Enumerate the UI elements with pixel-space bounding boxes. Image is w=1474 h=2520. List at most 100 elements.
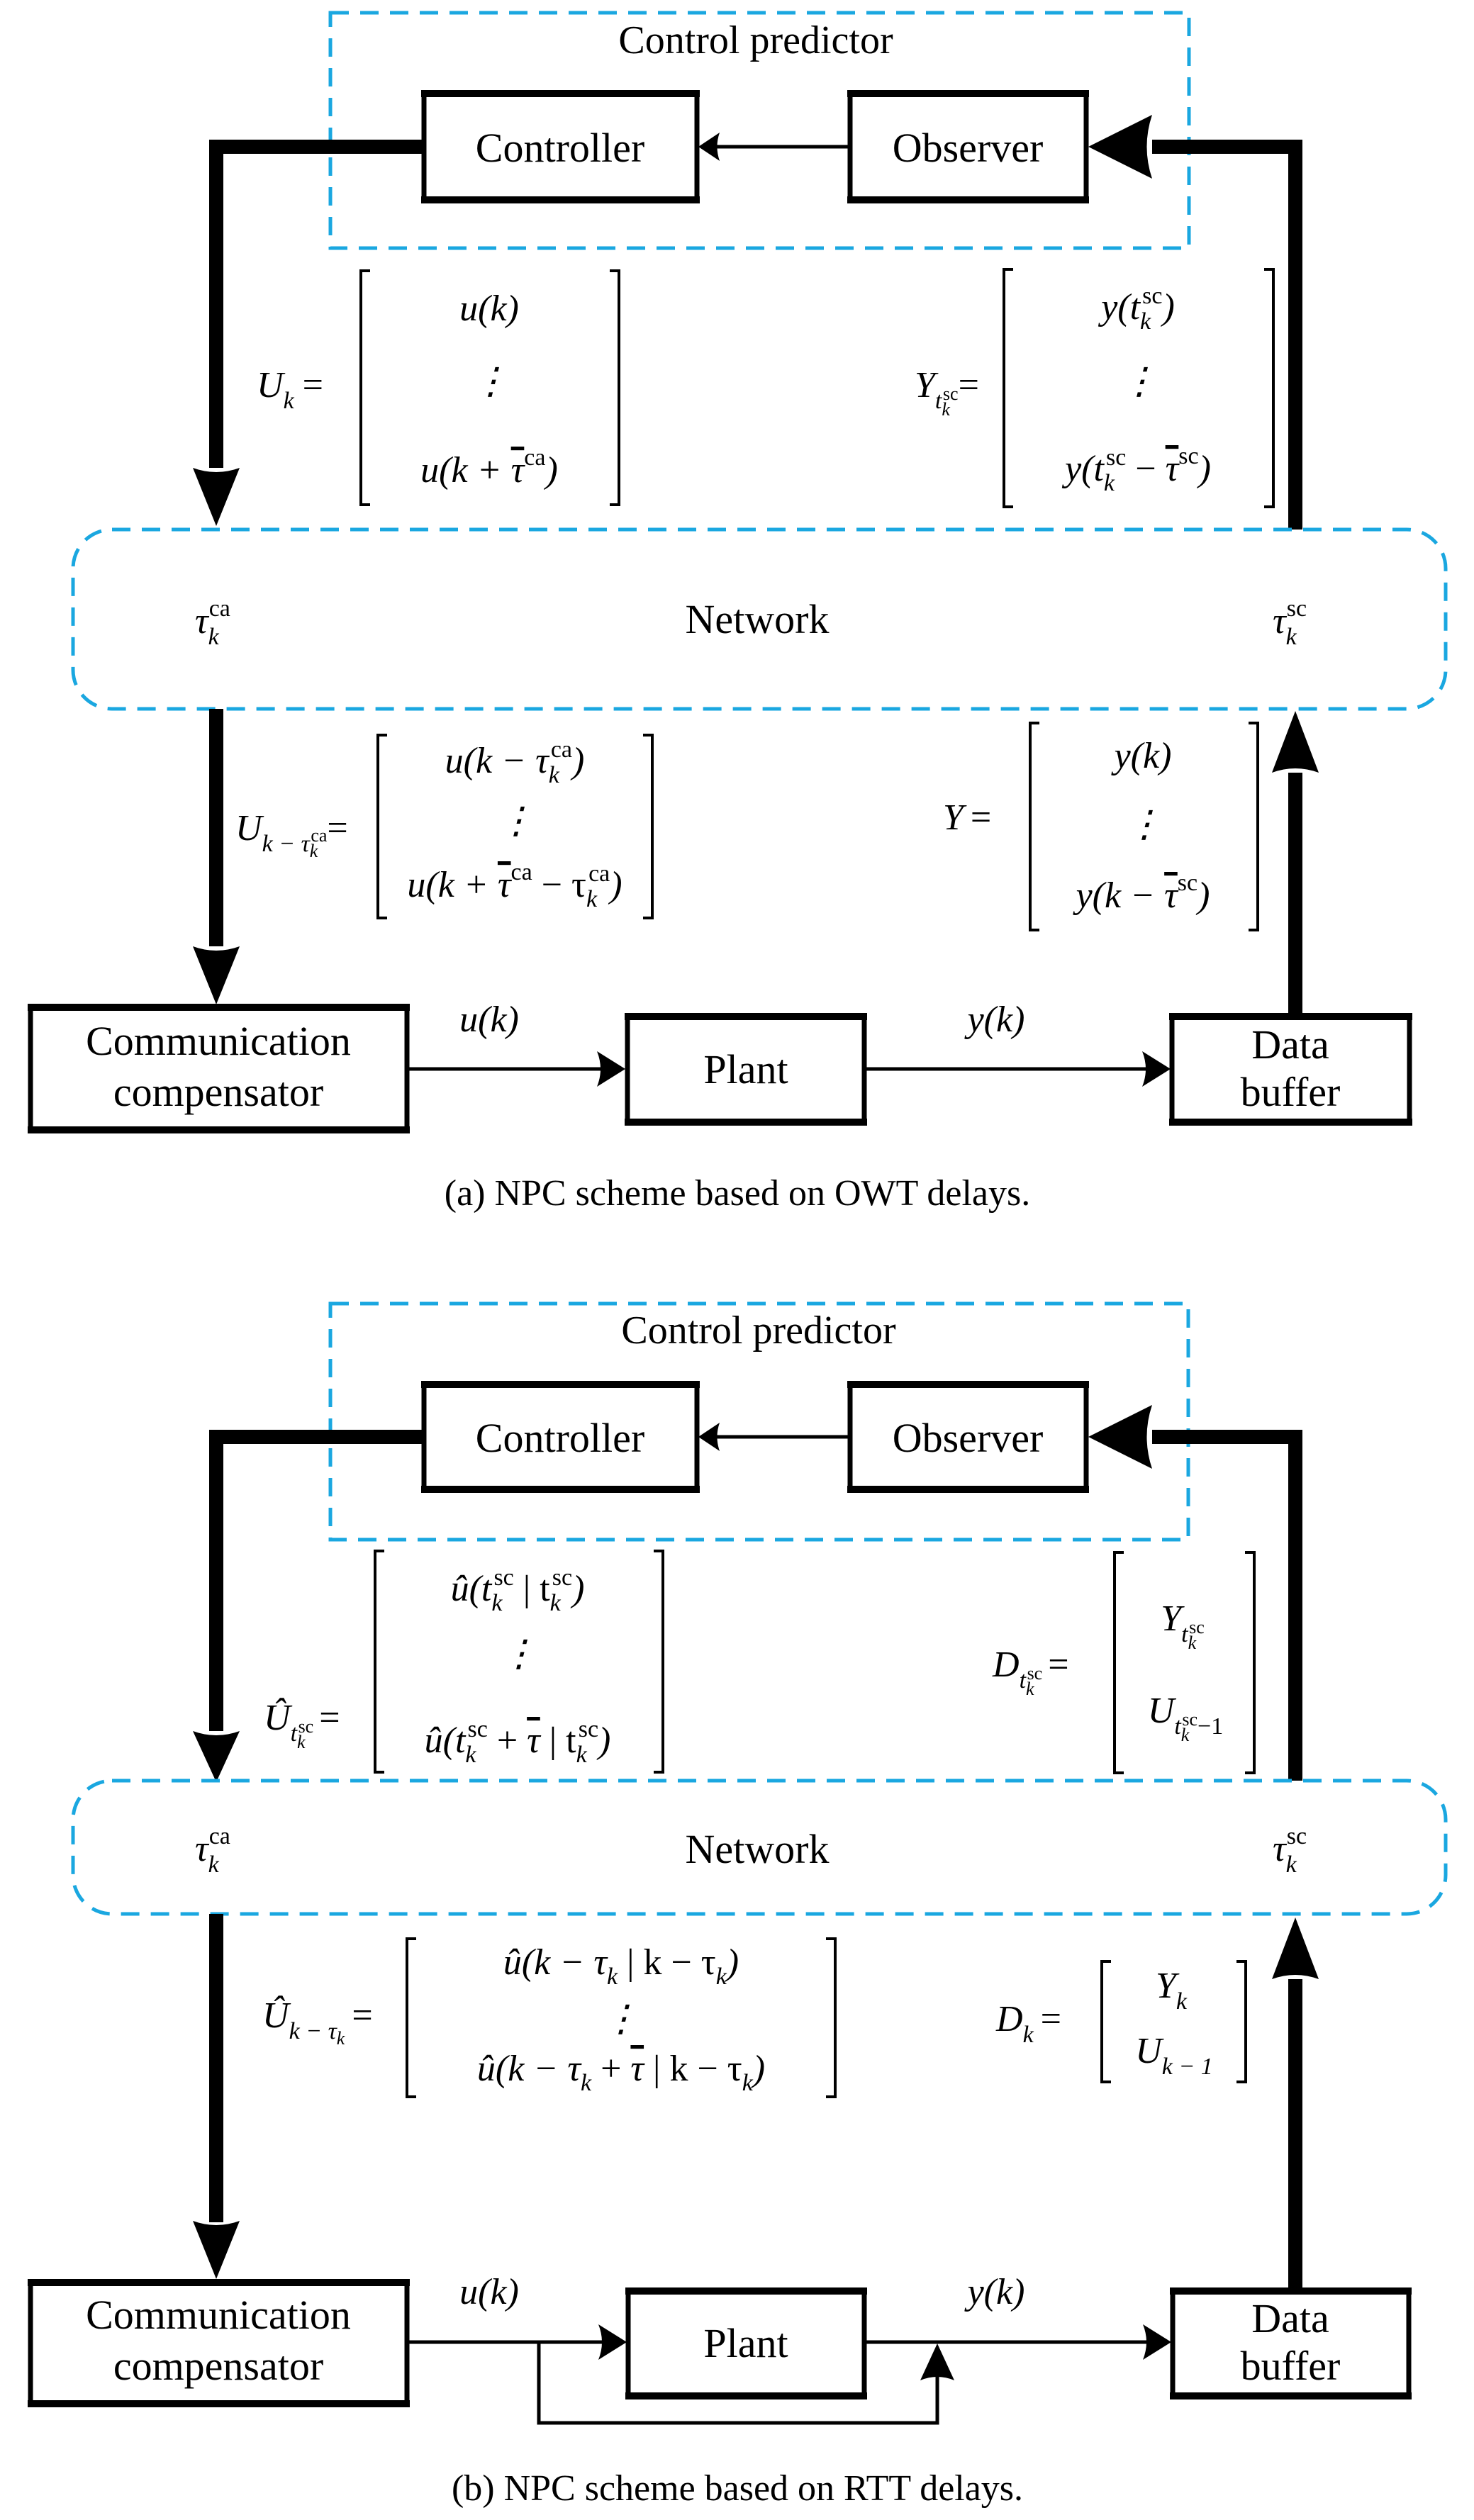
- right-bracket: [826, 1937, 837, 2098]
- buffer-label-line2: buffer: [1241, 1069, 1341, 1115]
- network-label: Network: [686, 1826, 830, 1872]
- y-signal-label: y(k): [964, 2272, 1025, 2312]
- communication-compensator-block: Communication compensator: [28, 1004, 410, 1133]
- feedback-to-observer-arrowhead: [1088, 1405, 1152, 1469]
- bypass-arrowhead: [920, 2343, 954, 2380]
- feedback-path-top: [1152, 140, 1302, 530]
- controller-label: Controller: [476, 1415, 644, 1461]
- left-bracket: [406, 1937, 416, 2098]
- matrix-row: u(k + τca): [420, 444, 558, 491]
- controller-output-arrowhead: [193, 468, 240, 526]
- data-buffer-block: Data buffer: [1169, 1013, 1412, 1126]
- left-bracket: [374, 1550, 384, 1774]
- observer-label: Observer: [893, 1415, 1044, 1461]
- controller-output-path: [209, 140, 424, 468]
- controller-output-arrowhead: [193, 1731, 240, 1782]
- y-signal-arrowhead: [1142, 1051, 1171, 1087]
- control-predictor-label: Control predictor: [621, 1309, 896, 1353]
- tau-ca-label: τkca: [195, 595, 230, 650]
- controller-block: Controller: [421, 90, 700, 203]
- right-bracket: [1236, 1960, 1247, 2083]
- matrix-u-hat-delayed: Ûk − τk= û(k − τk | k − τk) ⋮ û(k − τk +…: [262, 1937, 837, 2098]
- plant-block: Plant: [625, 1013, 867, 1126]
- matrix-lhs: Y: [915, 365, 939, 405]
- matrix-row: Ytksc: [1161, 1598, 1205, 1653]
- matrix-d-k: Dk= Yk Uk − 1: [995, 1960, 1247, 2083]
- svg-text:Ûtksc=: Ûtksc=: [264, 1697, 340, 1752]
- svg-text:Dtksc=: Dtksc=: [992, 1645, 1069, 1699]
- svg-text:Dk=: Dk=: [995, 1999, 1061, 2048]
- left-bracket: [1100, 1960, 1111, 2083]
- matrix-row: y(k): [1111, 736, 1172, 776]
- matrix-row: y(k − τsc): [1073, 870, 1210, 916]
- svg-text:Y=: Y=: [943, 797, 991, 838]
- matrix-vdots: ⋮: [501, 1634, 537, 1674]
- matrix-u-delayed: Uk − τkca= u(k − τkca) ⋮ u(k + τca − τkc…: [235, 734, 654, 919]
- panel-b: Control predictor Controller Observer Ût…: [28, 1301, 1448, 2509]
- matrix-row: u(k): [459, 289, 519, 329]
- plant-label: Plant: [703, 1046, 788, 1092]
- tau-sc-label: τksc: [1273, 1823, 1307, 1878]
- matrix-vdots: ⋮: [498, 801, 535, 841]
- buffer-to-network-arrowhead: [1272, 711, 1319, 773]
- observer-block: Observer: [847, 90, 1089, 203]
- panel-a: Control predictor Controller Observer Uk…: [28, 11, 1448, 1214]
- observer-block: Observer: [847, 1381, 1089, 1493]
- network-to-comp-arrowhead: [193, 2221, 240, 2279]
- u-signal-arrowhead: [597, 1051, 625, 1087]
- matrix-row: u(k + τca − τkca): [407, 859, 622, 912]
- matrix-y-tksc: Ytksc= y(tksc) ⋮ y(tksc − τsc): [915, 268, 1275, 508]
- matrix-row: û(tksc + τ | tksc): [425, 1716, 611, 1768]
- left-bracket: [1029, 722, 1039, 931]
- buffer-to-network-arrowhead: [1272, 1917, 1319, 1979]
- controller-output-path: [209, 1430, 424, 1731]
- matrix-row: u(k − τkca): [445, 737, 585, 788]
- matrix-row: Uk − 1: [1135, 2031, 1213, 2080]
- plant-label: Plant: [703, 2320, 788, 2366]
- network-label: Network: [686, 596, 830, 642]
- matrix-lhs: Û: [264, 1697, 293, 1738]
- control-predictor-group: [328, 1301, 1190, 1542]
- feedback-to-observer-arrowhead: [1088, 115, 1152, 179]
- right-bracket: [1249, 722, 1259, 931]
- matrix-row: Yk: [1156, 1966, 1188, 2015]
- comm-label-line1: Communication: [86, 1018, 351, 1064]
- comm-label-line2: compensator: [113, 1069, 323, 1115]
- matrix-lhs: D: [992, 1645, 1020, 1685]
- left-bracket: [1003, 268, 1013, 508]
- matrix-d-tksc: Dtksc= Ytksc Utksc−1: [992, 1551, 1256, 1774]
- matrix-row: û(tksc | tksc): [451, 1564, 585, 1616]
- matrix-lhs: Y: [943, 797, 967, 838]
- matrix-lhs: D: [995, 1999, 1023, 2039]
- matrix-vdots: ⋮: [603, 1999, 640, 2039]
- u-signal-label: u(k): [459, 999, 519, 1040]
- communication-compensator-block: Communication compensator: [28, 2279, 410, 2407]
- matrix-u-k: Uk= u(k) ⋮ u(k + τca): [257, 269, 620, 506]
- matrix-lhs: U: [235, 808, 264, 849]
- u-signal-label: u(k): [459, 2272, 519, 2312]
- y-signal-label: y(k): [964, 999, 1025, 1040]
- observer-to-controller-arrowhead: [698, 133, 720, 161]
- caption-b: (b) NPC scheme based on RTT delays.: [452, 2468, 1023, 2509]
- controller-label: Controller: [476, 125, 644, 171]
- comm-label-line2: compensator: [113, 2343, 323, 2389]
- comm-label-line1: Communication: [86, 2292, 351, 2338]
- right-bracket: [643, 734, 654, 919]
- y-signal-arrowhead: [1143, 2324, 1171, 2360]
- network-to-comp-arrowhead: [193, 946, 240, 1004]
- plant-block: Plant: [625, 2287, 867, 2399]
- matrix-lhs: U: [257, 365, 286, 405]
- right-bracket: [654, 1550, 664, 1774]
- right-bracket: [1264, 268, 1275, 508]
- tau-ca-label: τkca: [195, 1823, 230, 1878]
- controller-block: Controller: [421, 1381, 700, 1493]
- left-bracket: [359, 269, 370, 506]
- matrix-vdots: ⋮: [1126, 805, 1163, 845]
- data-buffer-block: Data buffer: [1170, 2287, 1412, 2399]
- svg-text:Uk − τkca=: Uk − τkca=: [235, 808, 348, 861]
- matrix-y: Y= y(k) ⋮ y(k − τsc): [943, 722, 1259, 931]
- u-signal-arrowhead: [598, 2324, 627, 2360]
- svg-text:Uk=: Uk=: [257, 365, 323, 414]
- matrix-row: û(k − τk + τ | k − τk): [477, 2049, 765, 2096]
